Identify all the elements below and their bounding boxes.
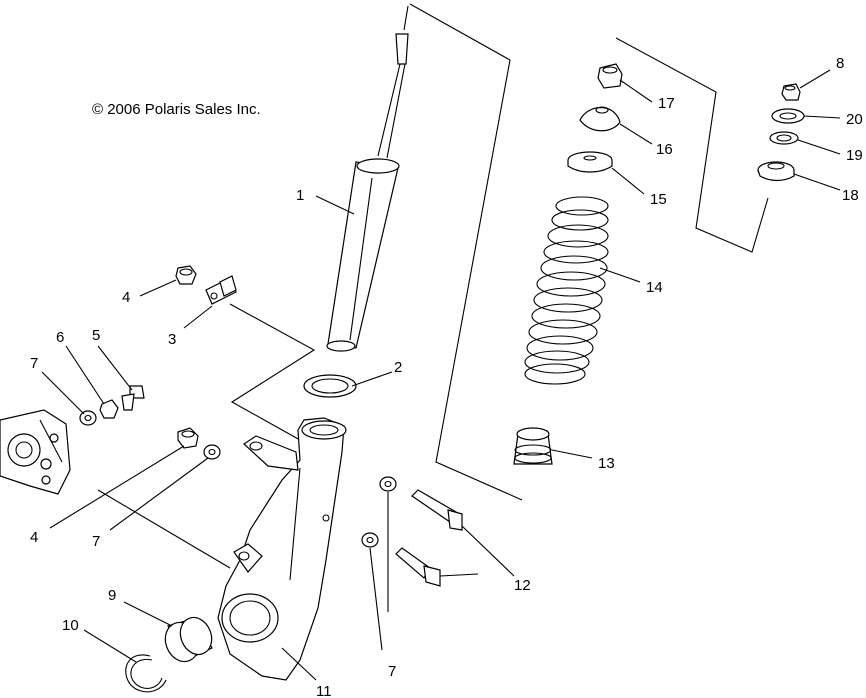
part-mount-washer-20 [771, 108, 805, 124]
assembly-bracket-main [97, 3, 523, 569]
callout-9: 9 [108, 587, 116, 604]
part-top-nut [597, 63, 623, 89]
callout-6: 6 [56, 329, 64, 346]
callout-4-upper: 4 [122, 289, 130, 306]
part-bolt-12-lower [395, 547, 441, 587]
callout-18: 18 [842, 187, 859, 204]
callout-13: 13 [598, 455, 615, 472]
part-mount-washer-19 [769, 131, 799, 145]
callout-12: 12 [514, 577, 531, 594]
callout-7-middle: 7 [92, 533, 100, 550]
part-shock-absorber [326, 5, 409, 352]
callout-labels: 1 2 3 4 4 5 6 7 7 7 8 9 10 11 12 13 14 1… [30, 55, 863, 698]
part-bolt-12-upper [411, 489, 463, 531]
part-mount-base-18 [757, 161, 795, 182]
part-upper-cap [579, 106, 621, 132]
part-snap-ring [125, 654, 167, 693]
assembly-bracket-top [615, 37, 769, 253]
callout-20: 20 [846, 111, 863, 128]
copyright-notice: © 2006 Polaris Sales Inc. [92, 101, 261, 118]
callout-10: 10 [62, 617, 79, 634]
callout-15: 15 [650, 191, 667, 208]
part-nut-lower [177, 427, 199, 449]
callout-17: 17 [658, 95, 675, 112]
callout-19: 19 [846, 147, 863, 164]
part-bolt-small [121, 385, 145, 411]
part-nut-upper [175, 265, 197, 285]
callout-16: 16 [656, 141, 673, 158]
callout-4-lower: 4 [30, 529, 38, 546]
part-spring-seat [567, 151, 613, 173]
part-brake-caliper [0, 409, 71, 495]
callout-2: 2 [394, 359, 402, 376]
part-bump-stop [513, 427, 553, 465]
part-washer-small [99, 399, 119, 419]
callout-8: 8 [836, 55, 844, 72]
part-ring-washer [303, 374, 357, 398]
callout-14: 14 [646, 279, 663, 296]
part-bearing [164, 616, 213, 663]
part-spindle-knuckle [217, 417, 347, 681]
part-washer-7 [79, 410, 397, 548]
leader-lines [41, 69, 841, 681]
part-coil-spring [524, 196, 609, 385]
callout-11: 11 [316, 683, 332, 698]
callout-7-right: 7 [388, 663, 396, 680]
callout-7-left: 7 [30, 355, 38, 372]
callout-5: 5 [92, 327, 100, 344]
callout-3: 3 [168, 331, 176, 348]
callout-1: 1 [296, 187, 304, 204]
part-clip [205, 275, 237, 305]
part-mount-nut [781, 83, 801, 101]
